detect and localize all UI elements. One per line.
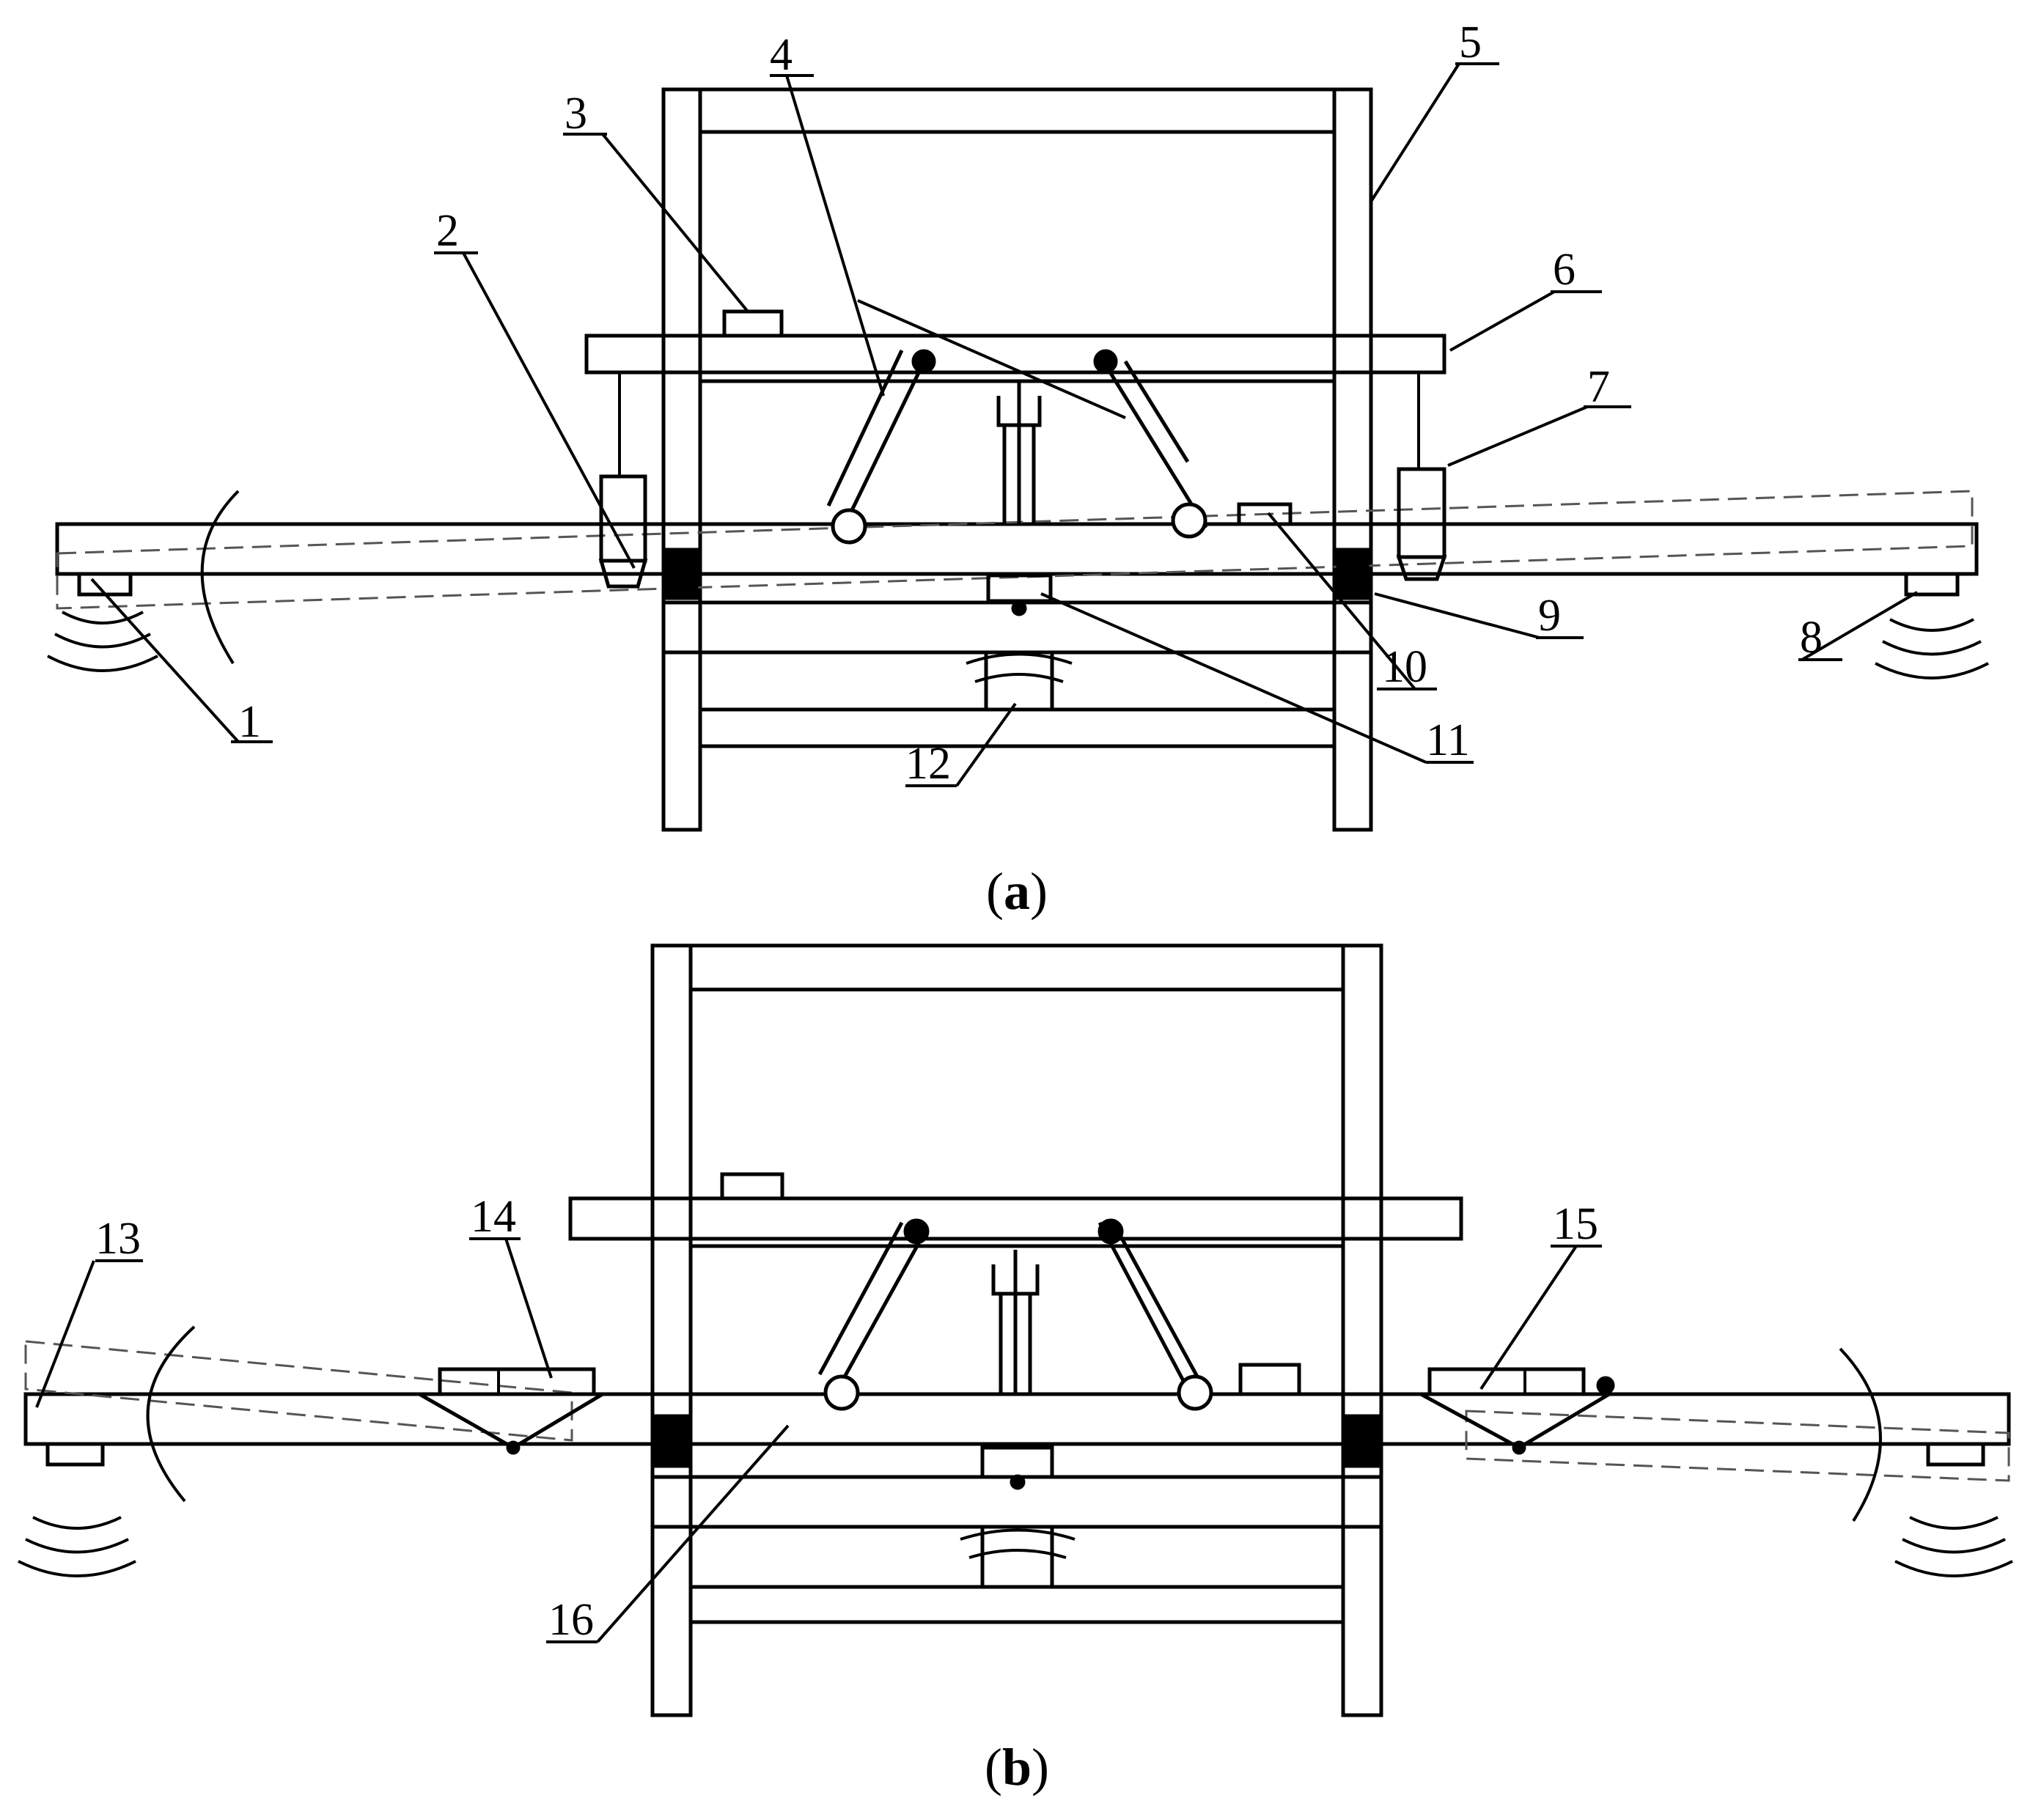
motor-11-a <box>986 573 1053 603</box>
motor-b <box>980 1445 1054 1479</box>
spring-b <box>980 1525 1054 1589</box>
beam-b-tilted-right <box>1465 1410 2010 1482</box>
end-sensor-right-b <box>1926 1442 1985 1467</box>
wave-right-a <box>1875 618 1989 679</box>
hinge-left-b <box>654 1414 689 1468</box>
label-14: 14 <box>471 1192 516 1242</box>
label-13: 13 <box>95 1214 141 1264</box>
controller-box-a <box>722 309 784 338</box>
leaders-a <box>90 62 1919 787</box>
wave-right-b <box>1894 1516 2013 1577</box>
label-8: 8 <box>1800 613 1823 663</box>
label-7: 7 <box>1587 362 1610 412</box>
sensor-10-a <box>1237 502 1293 526</box>
labels-a: 1 2 3 4 5 6 7 8 9 10 11 12 <box>238 18 1823 789</box>
caption-a: (a) <box>986 862 1048 921</box>
cylinders-a <box>826 349 1208 545</box>
label-5: 5 <box>1459 18 1482 67</box>
rotation-arc-right-b <box>1839 1347 1882 1522</box>
beam-b-tilted-left <box>24 1340 573 1442</box>
leaders-b <box>35 1237 1602 1643</box>
label-2: 2 <box>436 206 459 256</box>
end-sensor-left-a <box>77 572 133 597</box>
beam-a-tilted <box>56 490 1974 610</box>
center-post-a <box>996 381 1042 524</box>
label-10: 10 <box>1382 642 1427 692</box>
label-6: 6 <box>1553 245 1576 295</box>
label-16: 16 <box>548 1595 594 1645</box>
wave-left-b <box>18 1516 136 1577</box>
incline-sensor-14 <box>418 1367 604 1455</box>
controller-box-b <box>720 1172 784 1201</box>
label-4: 4 <box>770 30 793 80</box>
label-1: 1 <box>238 697 261 747</box>
panel-a: 1 2 3 4 5 6 7 8 9 10 11 12 (a) <box>47 18 1989 921</box>
label-12: 12 <box>905 739 951 789</box>
incline-sensor-15 <box>1419 1367 1615 1455</box>
end-sensor-right-a <box>1904 572 1960 597</box>
beam-a <box>55 522 1979 576</box>
rotation-arc-left-b <box>146 1325 196 1503</box>
inner-box-b <box>650 1239 1383 1477</box>
sensor-box-b <box>1238 1363 1301 1396</box>
end-sensor-left-b <box>45 1442 105 1467</box>
top-plate-a <box>584 334 1446 375</box>
beam-b <box>23 1392 2011 1446</box>
center-post-b <box>991 1250 1040 1393</box>
top-plate-b <box>568 1196 1463 1241</box>
label-3: 3 <box>565 89 587 139</box>
rotation-arc-a <box>200 490 240 665</box>
caption-b: (b) <box>985 1738 1049 1797</box>
side-sensors-a <box>598 372 1447 589</box>
hinge-right-a <box>1336 548 1370 600</box>
cylinders-b <box>817 1218 1213 1411</box>
label-9: 9 <box>1538 591 1561 641</box>
panel-b: 13 14 15 16 (b) <box>18 943 2013 1797</box>
hinge-left-a <box>665 548 699 600</box>
label-11: 11 <box>1426 715 1470 765</box>
labels-b: 13 14 15 16 <box>95 1192 1598 1645</box>
hinge-right-b <box>1345 1414 1380 1468</box>
spring-12-a <box>984 650 1054 712</box>
label-15: 15 <box>1553 1199 1598 1249</box>
wave-left-a <box>47 611 158 672</box>
